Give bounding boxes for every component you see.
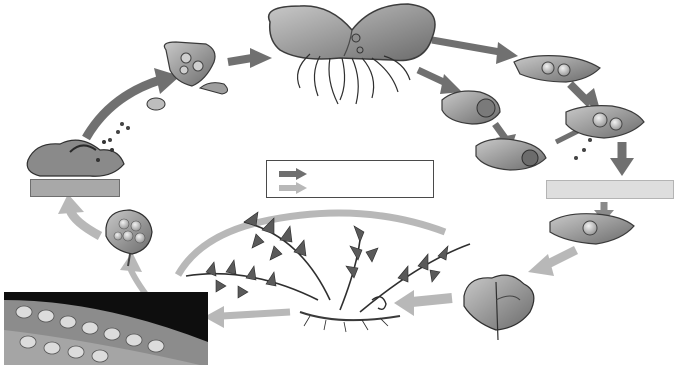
gametophyte-illustration: [269, 4, 435, 104]
arrow-left-up: [70, 210, 100, 236]
left-gametophyte-illustration: [27, 140, 124, 176]
arrow-to-sporophyte: [412, 298, 452, 302]
arrow-lower-right-1-head: [528, 254, 554, 276]
archegonium-stages: [442, 56, 644, 244]
arrow-mid-down: [495, 124, 505, 138]
arrow-arc-left: [86, 80, 160, 138]
label-box-right: [546, 180, 674, 199]
arrow-lower-right-1: [548, 250, 576, 264]
sori-inset: [4, 292, 208, 365]
arrow-to-sori: [222, 312, 290, 316]
label-box-left: [30, 179, 120, 197]
arrow-top-right: [432, 40, 500, 52]
arrow-top-right-head: [496, 42, 518, 64]
legend-row-dark: [279, 168, 419, 180]
arrow-to-sporophyte-head: [394, 290, 414, 316]
arrow-to-archegonium-head: [440, 74, 462, 94]
legend: [266, 160, 434, 198]
dark-arrow-icon: [279, 168, 307, 180]
legend-row-light: [279, 182, 419, 194]
arrow-arc-bottom: [178, 213, 445, 275]
arrow-to-gametophyte-head: [250, 48, 272, 68]
arrow-left-up-head: [58, 194, 84, 214]
arrow-to-sporangium-head: [120, 252, 142, 272]
young-sporophyte-illustration: [464, 275, 534, 340]
light-arrow-icon: [279, 182, 307, 194]
arrow-to-gametophyte: [228, 58, 252, 62]
sporangium-illustration: [106, 210, 152, 266]
arrow-right-down-2-head: [610, 158, 634, 176]
